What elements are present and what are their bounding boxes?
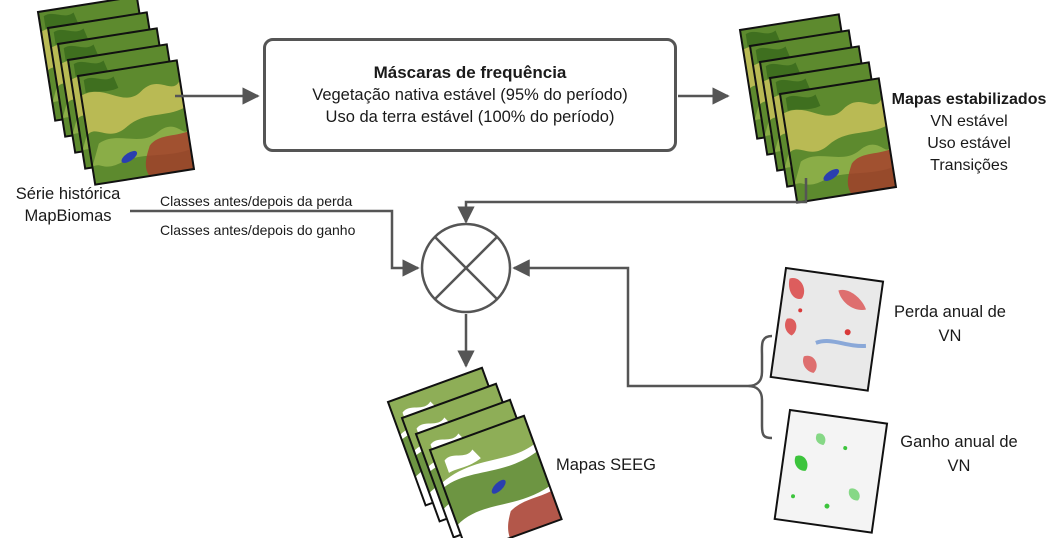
edge-label-gain-classes: Classes antes/depois do ganho — [160, 222, 356, 238]
annual-gain-map — [773, 408, 889, 534]
seeg-maps-label: Mapas SEEG — [556, 456, 656, 474]
stabilized-item-transitions: Transições — [930, 157, 1008, 174]
annual-loss-line1: Perda anual de — [894, 303, 1006, 321]
series-label: Série histórica MapBiomas — [4, 183, 132, 227]
annual-gain-label: Ganho anual de VN — [886, 430, 1032, 478]
masks-land-use: Uso da terra estável (100% do período) — [325, 108, 615, 126]
arrow-losgain-to-operator — [512, 259, 748, 388]
masks-native-vegetation: Vegetação nativa estável (95% do período… — [312, 86, 628, 104]
masks-title: Máscaras de frequência — [373, 63, 567, 82]
annual-loss-line2: VN — [938, 327, 962, 345]
stabilized-title: Mapas estabilizados — [891, 91, 1047, 108]
edge-label-loss-classes: Classes antes/depois da perda — [160, 193, 353, 209]
stabilized-item-stable-use: Uso estável — [927, 135, 1011, 152]
seeg-map-stack — [387, 366, 563, 538]
annual-loss-label: Perda anual de VN — [880, 300, 1020, 348]
stabilized-map-stack — [739, 13, 897, 204]
annual-gain-line1: Ganho anual de — [900, 433, 1018, 451]
annual-gain-line2: VN — [947, 457, 971, 475]
annual-loss-map — [769, 266, 885, 392]
series-label-line1: Série histórica — [15, 185, 121, 203]
historical-series-map-stack — [37, 0, 195, 186]
arrow-series-to-operator — [130, 209, 420, 277]
series-label-line2: MapBiomas — [24, 207, 112, 225]
arrow-stabilized-to-operator — [457, 178, 808, 224]
stabilized-maps-label: Mapas estabilizados VN estável Uso estáv… — [876, 89, 1062, 177]
stabilized-item-stable-vn: VN estável — [930, 113, 1008, 130]
curly-brace — [747, 334, 773, 440]
combination-operator-icon — [420, 222, 512, 314]
frequency-masks-box: Máscaras de frequência Vegetação nativa … — [263, 38, 677, 152]
